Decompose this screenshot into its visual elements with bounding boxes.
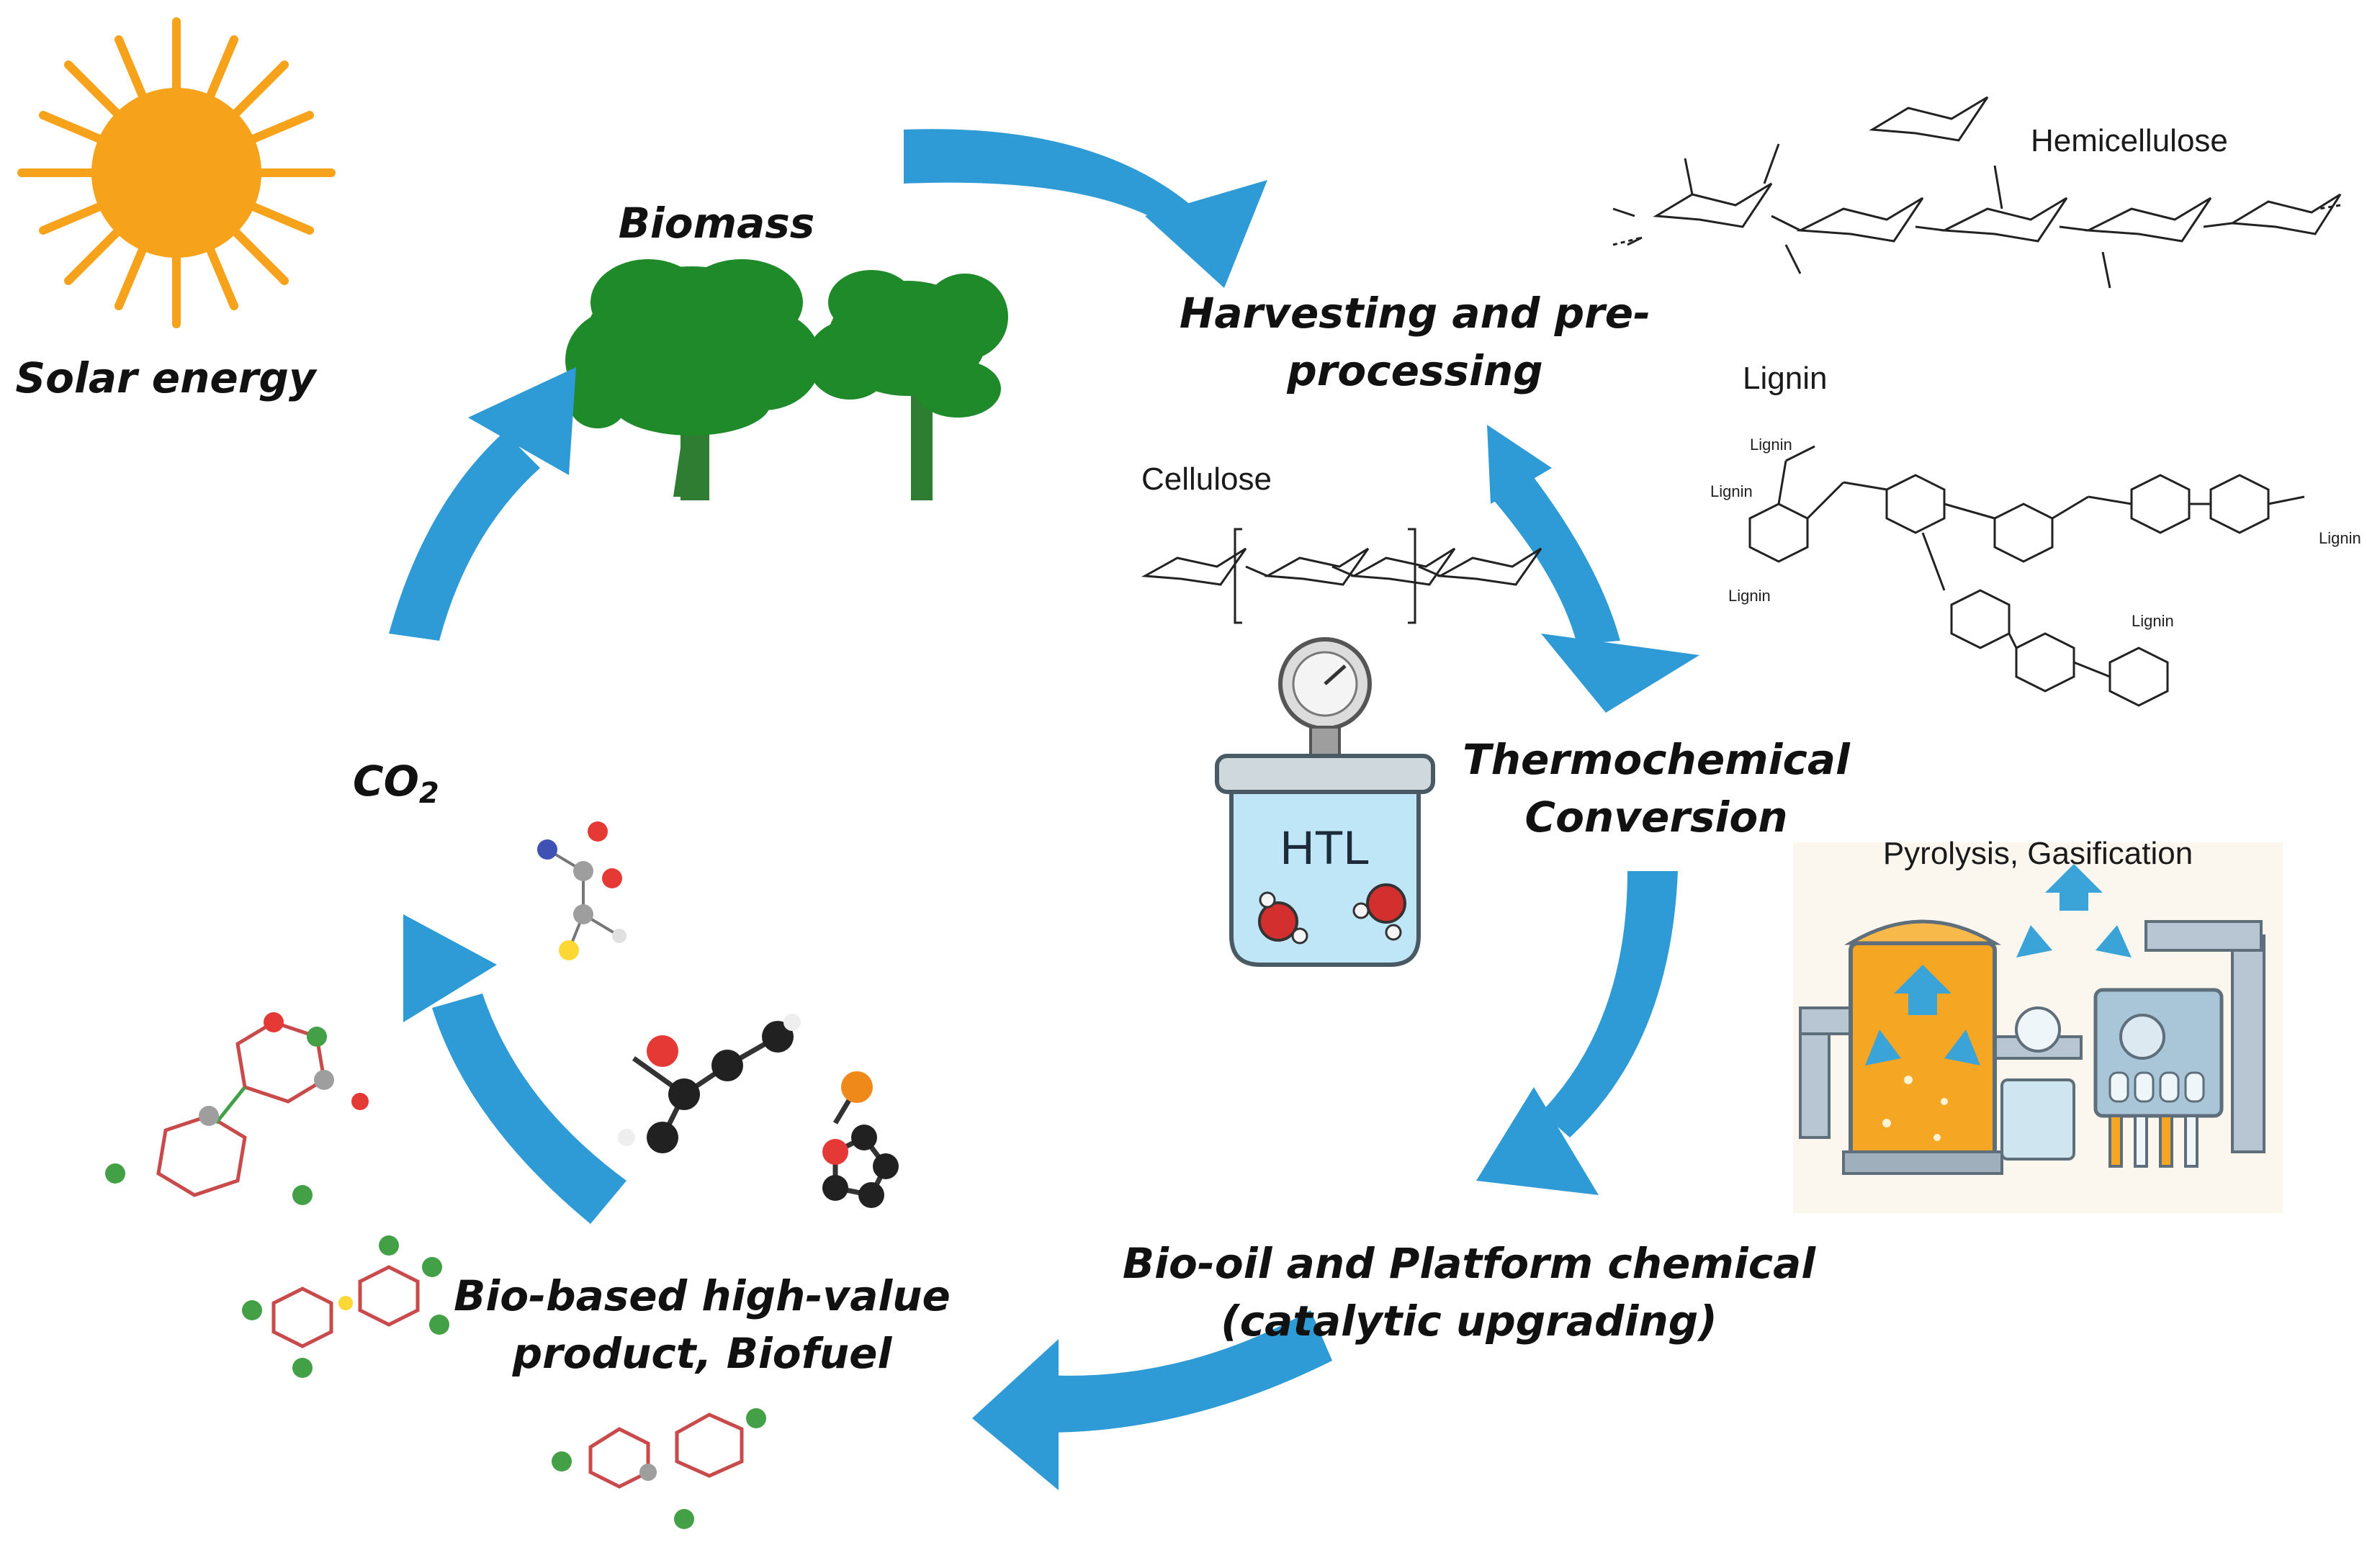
product-label-line1: Bio-based high-value [454, 1271, 951, 1320]
co2-label: CO2 [353, 757, 439, 810]
product-label-line2: product, Biofuel [512, 1329, 893, 1378]
lignin-unit-label: Lignin [2132, 612, 2174, 630]
biooil-label-line1: Bio-oil and Platform chemical [1123, 1239, 1816, 1288]
sun-icon [17, 17, 336, 328]
molecule-model-icon [552, 1408, 766, 1529]
cellulose-structure [1141, 528, 1542, 624]
arrow-to-biomass [389, 367, 576, 641]
lignin-structure [1748, 445, 2305, 707]
lignin-unit-label: Lignin [1750, 436, 1792, 454]
arrow-to-co2 [403, 914, 626, 1224]
co2-subscript: 2 [419, 777, 439, 810]
molecule-model-icon [822, 1071, 899, 1208]
htl-reactor-icon [1215, 637, 1435, 967]
lignin-unit-label: Lignin [2319, 529, 2361, 547]
water-molecule-icon [1352, 883, 1406, 941]
lignin-unit-label: Lignin [1728, 587, 1771, 605]
molecule-model-icon [618, 1014, 801, 1153]
tree-icon [565, 259, 821, 500]
thermochemical-label-line1: Thermochemical [1463, 735, 1851, 784]
molecule-model-icon [105, 1012, 369, 1205]
recycle-icon [2016, 864, 2132, 958]
solar-energy-label: Solar energy [15, 353, 318, 402]
co2-text: CO [353, 757, 419, 806]
arrow-to-harvesting [904, 129, 1267, 288]
biooil-label-line2: (catalytic upgrading) [1221, 1297, 1717, 1346]
harvesting-label-line1: Harvesting and pre- [1180, 289, 1650, 338]
thermochemical-label-line2: Conversion [1525, 793, 1788, 842]
molecule-model-icon [242, 1235, 449, 1378]
pyrolysis-plant-illustration [1793, 842, 2283, 1213]
arrow-to-product [972, 1310, 1332, 1490]
biomass-label: Biomass [619, 199, 815, 248]
lignin-unit-label: Lignin [1710, 482, 1753, 500]
htl-label: HTL [1280, 821, 1370, 874]
arrow-to-biooil [1476, 871, 1678, 1195]
water-molecule-icon [1258, 891, 1308, 945]
pyrolysis-gasification-label: Pyrolysis, Gasification [1883, 836, 2193, 871]
arrow-to-thermochemical [1487, 425, 1699, 713]
molecule-model-icon [537, 821, 626, 960]
hemicellulose-structure [1612, 96, 2342, 289]
tree-icon [807, 270, 1008, 500]
harvesting-label-line2: processing [1286, 346, 1542, 395]
recycle-icon [1865, 965, 1980, 1065]
lignin-title: Lignin [1743, 361, 1827, 396]
cycle-arrows [389, 129, 1699, 1490]
cellulose-label: Cellulose [1141, 461, 1272, 497]
hemicellulose-label: Hemicellulose [2031, 123, 2228, 158]
